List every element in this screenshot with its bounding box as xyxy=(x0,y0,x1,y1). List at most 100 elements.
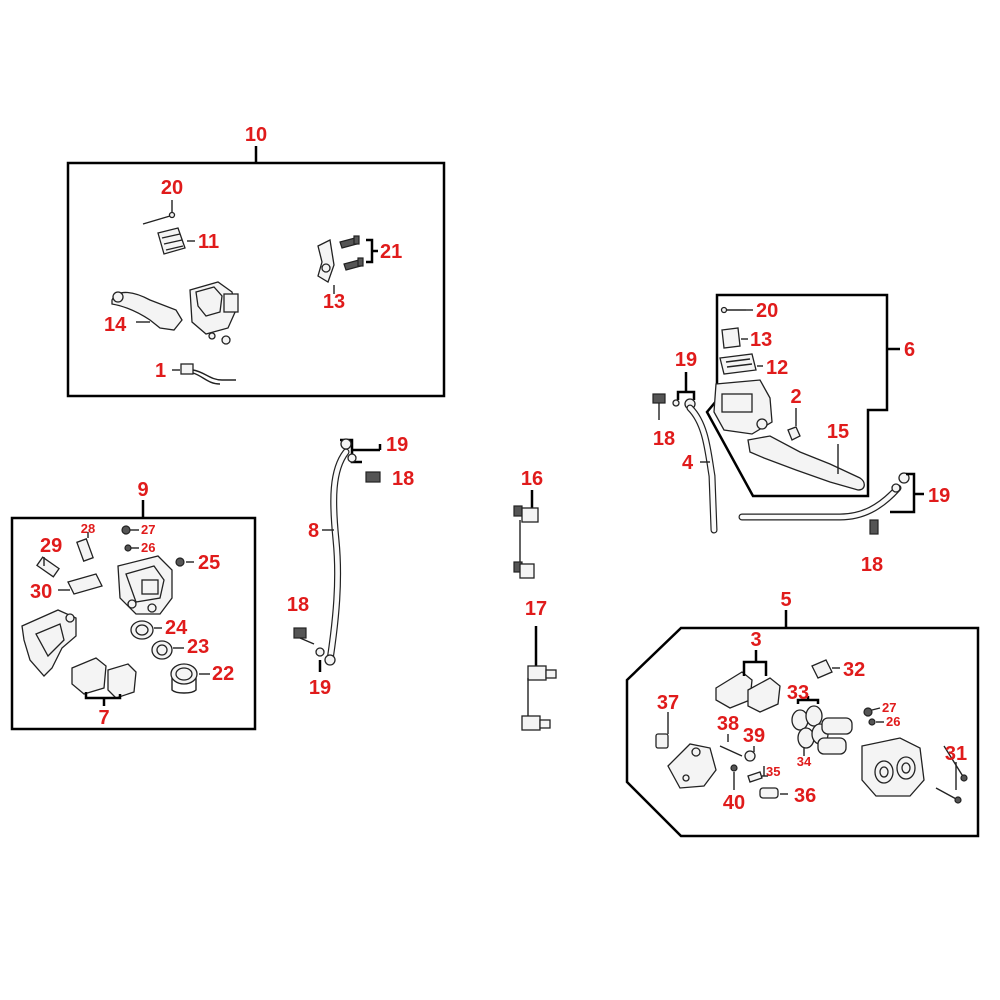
part-27-26-bleeders xyxy=(121,525,139,552)
group-5-frame xyxy=(625,626,980,838)
label-19-hose8-top: 19 xyxy=(386,434,408,456)
label-13-left: 13 xyxy=(323,291,345,313)
part-11-cap xyxy=(157,227,195,255)
label-13-right: 13 xyxy=(750,329,772,351)
part-caliper-bracket-left xyxy=(21,609,77,677)
part-15-lever xyxy=(747,435,865,491)
label-21: 21 xyxy=(380,241,402,263)
label-33: 33 xyxy=(787,682,809,704)
label-2: 2 xyxy=(790,386,801,408)
part-lower-hose xyxy=(738,472,924,535)
part-30-clip xyxy=(58,573,103,595)
part-29-sleeve xyxy=(36,556,60,578)
part-23-seal xyxy=(151,640,184,660)
part-13-cap-right xyxy=(721,327,748,349)
part-24-seal xyxy=(130,620,162,640)
group-6-assembly: 6 20 13 12 2 xyxy=(652,293,950,576)
group-10-assembly: 10 20 11 21 13 xyxy=(66,124,446,398)
part-32-spring xyxy=(811,659,840,679)
label-19-hose8-bottom: 19 xyxy=(309,677,331,699)
part-21-bolts xyxy=(339,235,378,271)
label-18-upper: 18 xyxy=(653,428,675,450)
part-3-pads xyxy=(715,650,781,713)
part-master-cylinder-left xyxy=(189,281,239,345)
hose-8-assembly: 19 18 8 18 19 xyxy=(287,434,414,699)
part-7-pads xyxy=(71,657,137,706)
group-6-frame xyxy=(705,293,889,498)
part-16-bolt-link: 16 xyxy=(513,468,543,579)
part-12-diaphragm xyxy=(719,353,763,375)
part-27-26-right xyxy=(863,707,884,726)
group-9-frame xyxy=(10,516,257,731)
group-5-assembly: 5 3 32 33 34 xyxy=(625,589,980,838)
part-20-pin-right xyxy=(720,306,753,314)
label-27-right: 27 xyxy=(882,700,896,715)
part-1-switch xyxy=(172,363,236,385)
label-35: 35 xyxy=(766,764,780,779)
label-16: 16 xyxy=(521,468,543,490)
label-36: 36 xyxy=(794,785,816,807)
label-38: 38 xyxy=(717,713,739,735)
label-20-right: 20 xyxy=(756,300,778,322)
label-4: 4 xyxy=(682,452,694,474)
label-1: 1 xyxy=(155,360,166,382)
label-3: 3 xyxy=(750,629,761,651)
part-2-clip xyxy=(787,408,801,441)
part-caliper-bracket-right xyxy=(667,743,717,789)
label-37: 37 xyxy=(657,692,679,714)
part-25-bleeder xyxy=(175,557,194,567)
label-11: 11 xyxy=(198,231,219,253)
part-40-35-36 xyxy=(730,764,788,799)
part-4-hose xyxy=(686,404,718,534)
label-20-left: 20 xyxy=(161,177,183,199)
callout-9: 9 xyxy=(137,479,148,501)
label-15: 15 xyxy=(827,421,849,443)
part-caliper-body-left xyxy=(117,555,173,615)
callout-5: 5 xyxy=(780,589,791,611)
label-12: 12 xyxy=(766,357,788,379)
label-31: 31 xyxy=(945,743,967,765)
label-7: 7 xyxy=(98,707,109,729)
label-22: 22 xyxy=(212,663,234,685)
callout-10: 10 xyxy=(245,124,267,146)
label-29: 29 xyxy=(40,535,62,557)
part-28-pin xyxy=(76,532,94,562)
label-23: 23 xyxy=(187,636,209,658)
part-14-lever xyxy=(111,291,183,331)
label-24: 24 xyxy=(165,617,188,639)
label-40: 40 xyxy=(723,792,745,814)
label-25: 25 xyxy=(198,552,220,574)
label-27-left: 27 xyxy=(141,522,155,537)
label-19-upper: 19 xyxy=(675,349,697,371)
label-30: 30 xyxy=(30,581,52,603)
label-18-lower: 18 xyxy=(861,554,883,576)
label-18-hose8-top: 18 xyxy=(392,468,414,490)
part-caliper-body-right xyxy=(861,737,925,797)
part-22-piston xyxy=(170,663,210,694)
part-master-cylinder-right xyxy=(713,379,773,435)
label-19-lower: 19 xyxy=(928,485,950,507)
group-10-frame xyxy=(66,161,446,398)
label-34: 34 xyxy=(797,754,812,769)
label-26-right: 26 xyxy=(886,714,900,729)
label-32: 32 xyxy=(843,659,865,681)
group-9-assembly: 9 28 27 26 29 30 xyxy=(10,479,257,731)
label-8: 8 xyxy=(308,520,319,542)
label-18-hose8-bottom: 18 xyxy=(287,594,309,616)
part-19-18-upper xyxy=(652,372,696,420)
part-13-clamp xyxy=(317,239,335,294)
part-38-bolt xyxy=(719,734,743,757)
part-39-nut xyxy=(744,746,756,762)
label-26-left: 26 xyxy=(141,540,155,555)
label-17: 17 xyxy=(525,598,547,620)
part-31-bolts xyxy=(935,745,968,804)
part-37-bushing xyxy=(655,712,669,749)
part-33-34-seals-pistons xyxy=(791,696,853,756)
label-14: 14 xyxy=(104,314,127,336)
callout-6: 6 xyxy=(904,339,915,361)
part-17-bolt-link: 17 xyxy=(521,598,557,731)
label-39: 39 xyxy=(743,725,765,747)
part-20-pin-left xyxy=(142,200,176,225)
label-28: 28 xyxy=(81,521,95,536)
